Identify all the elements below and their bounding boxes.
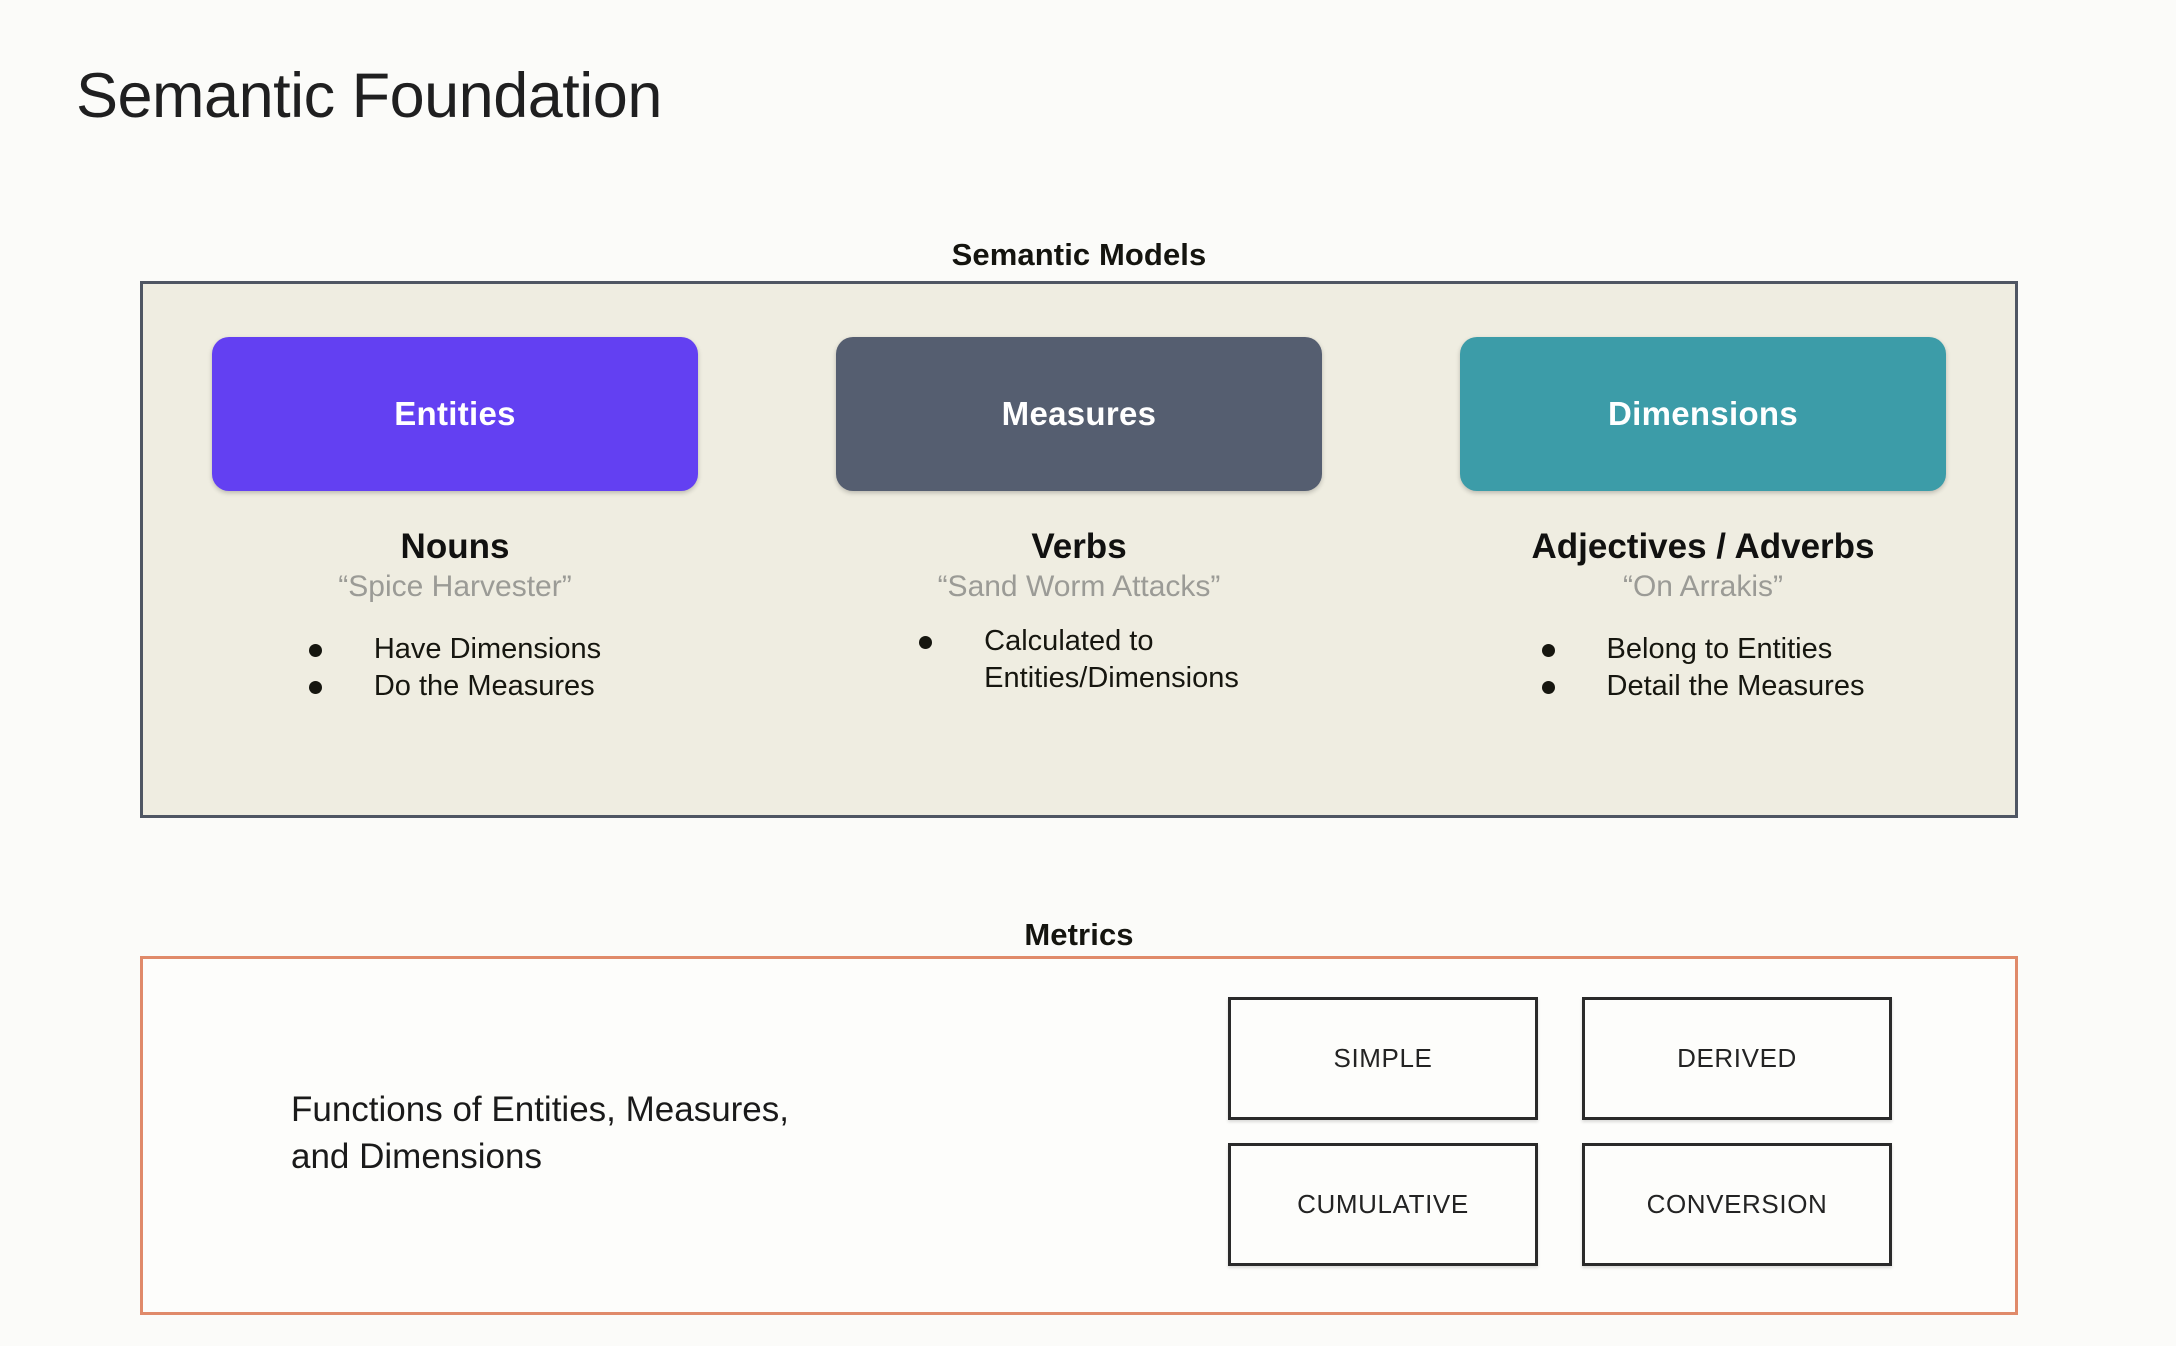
measures-chip[interactable]: Measures xyxy=(836,337,1322,491)
entities-bullet-text: Have Dimensions xyxy=(373,632,602,665)
dimensions-bullet-list: Belong to Entities Detail the Measures xyxy=(1541,631,1865,705)
list-item: Do the Measures xyxy=(308,668,595,705)
entities-example: “Spice Harvester” xyxy=(338,570,572,604)
dimensions-bullet-text: Detail the Measures xyxy=(1606,669,1865,702)
semantic-column-entities: Entities Nouns “Spice Harvester” Have Di… xyxy=(143,284,767,815)
measures-bullet-list: Calculated to Entities/Dimensions xyxy=(919,623,1239,697)
dimensions-example: “On Arrakis” xyxy=(1622,570,1784,604)
semantic-column-dimensions: Dimensions Adjectives / Adverbs “On Arra… xyxy=(1391,284,2015,815)
metric-box-simple[interactable]: SIMPLE xyxy=(1228,997,1538,1120)
bullet-dot-icon xyxy=(919,635,933,649)
page-title: Semantic Foundation xyxy=(76,61,662,131)
semantic-models-caption: Semantic Models xyxy=(951,237,1207,272)
dimensions-bullet-text: Belong to Entities xyxy=(1606,632,1833,665)
list-item: Have Dimensions xyxy=(308,631,602,668)
metrics-description: Functions of Entities, Measures, and Dim… xyxy=(291,1090,789,1176)
bullet-dot-icon xyxy=(1541,680,1555,694)
bullet-dot-icon xyxy=(308,643,322,657)
measures-bullet-text: Calculated to Entities/Dimensions xyxy=(984,624,1239,694)
measures-example: “Sand Worm Attacks” xyxy=(937,570,1221,604)
entities-chip[interactable]: Entities xyxy=(212,337,698,491)
dimensions-chip[interactable]: Dimensions xyxy=(1460,337,1946,491)
list-item: Belong to Entities xyxy=(1541,631,1833,668)
measures-part-of-speech: Verbs xyxy=(1031,527,1127,566)
semantic-models-columns: Entities Nouns “Spice Harvester” Have Di… xyxy=(143,284,2015,815)
entities-part-of-speech: Nouns xyxy=(400,527,510,566)
metrics-caption: Metrics xyxy=(1024,917,1134,952)
semantic-models-panel: Entities Nouns “Spice Harvester” Have Di… xyxy=(140,281,2018,818)
metric-box-cumulative[interactable]: CUMULATIVE xyxy=(1228,1143,1538,1266)
bullet-dot-icon xyxy=(1541,643,1555,657)
entities-bullet-text: Do the Measures xyxy=(373,669,595,702)
metrics-panel: Functions of Entities, Measures, and Dim… xyxy=(140,956,2018,1315)
list-item: Calculated to Entities/Dimensions xyxy=(919,623,1239,697)
entities-bullet-list: Have Dimensions Do the Measures xyxy=(308,631,602,705)
dimensions-part-of-speech: Adjectives / Adverbs xyxy=(1531,527,1875,566)
bullet-dot-icon xyxy=(308,680,322,694)
semantic-column-measures: Measures Verbs “Sand Worm Attacks” Calcu… xyxy=(767,284,1391,815)
metrics-type-grid: SIMPLE DERIVED CUMULATIVE CONVERSION xyxy=(1228,997,1892,1266)
list-item: Detail the Measures xyxy=(1541,668,1865,705)
metric-box-derived[interactable]: DERIVED xyxy=(1582,997,1892,1120)
metric-box-conversion[interactable]: CONVERSION xyxy=(1582,1143,1892,1266)
